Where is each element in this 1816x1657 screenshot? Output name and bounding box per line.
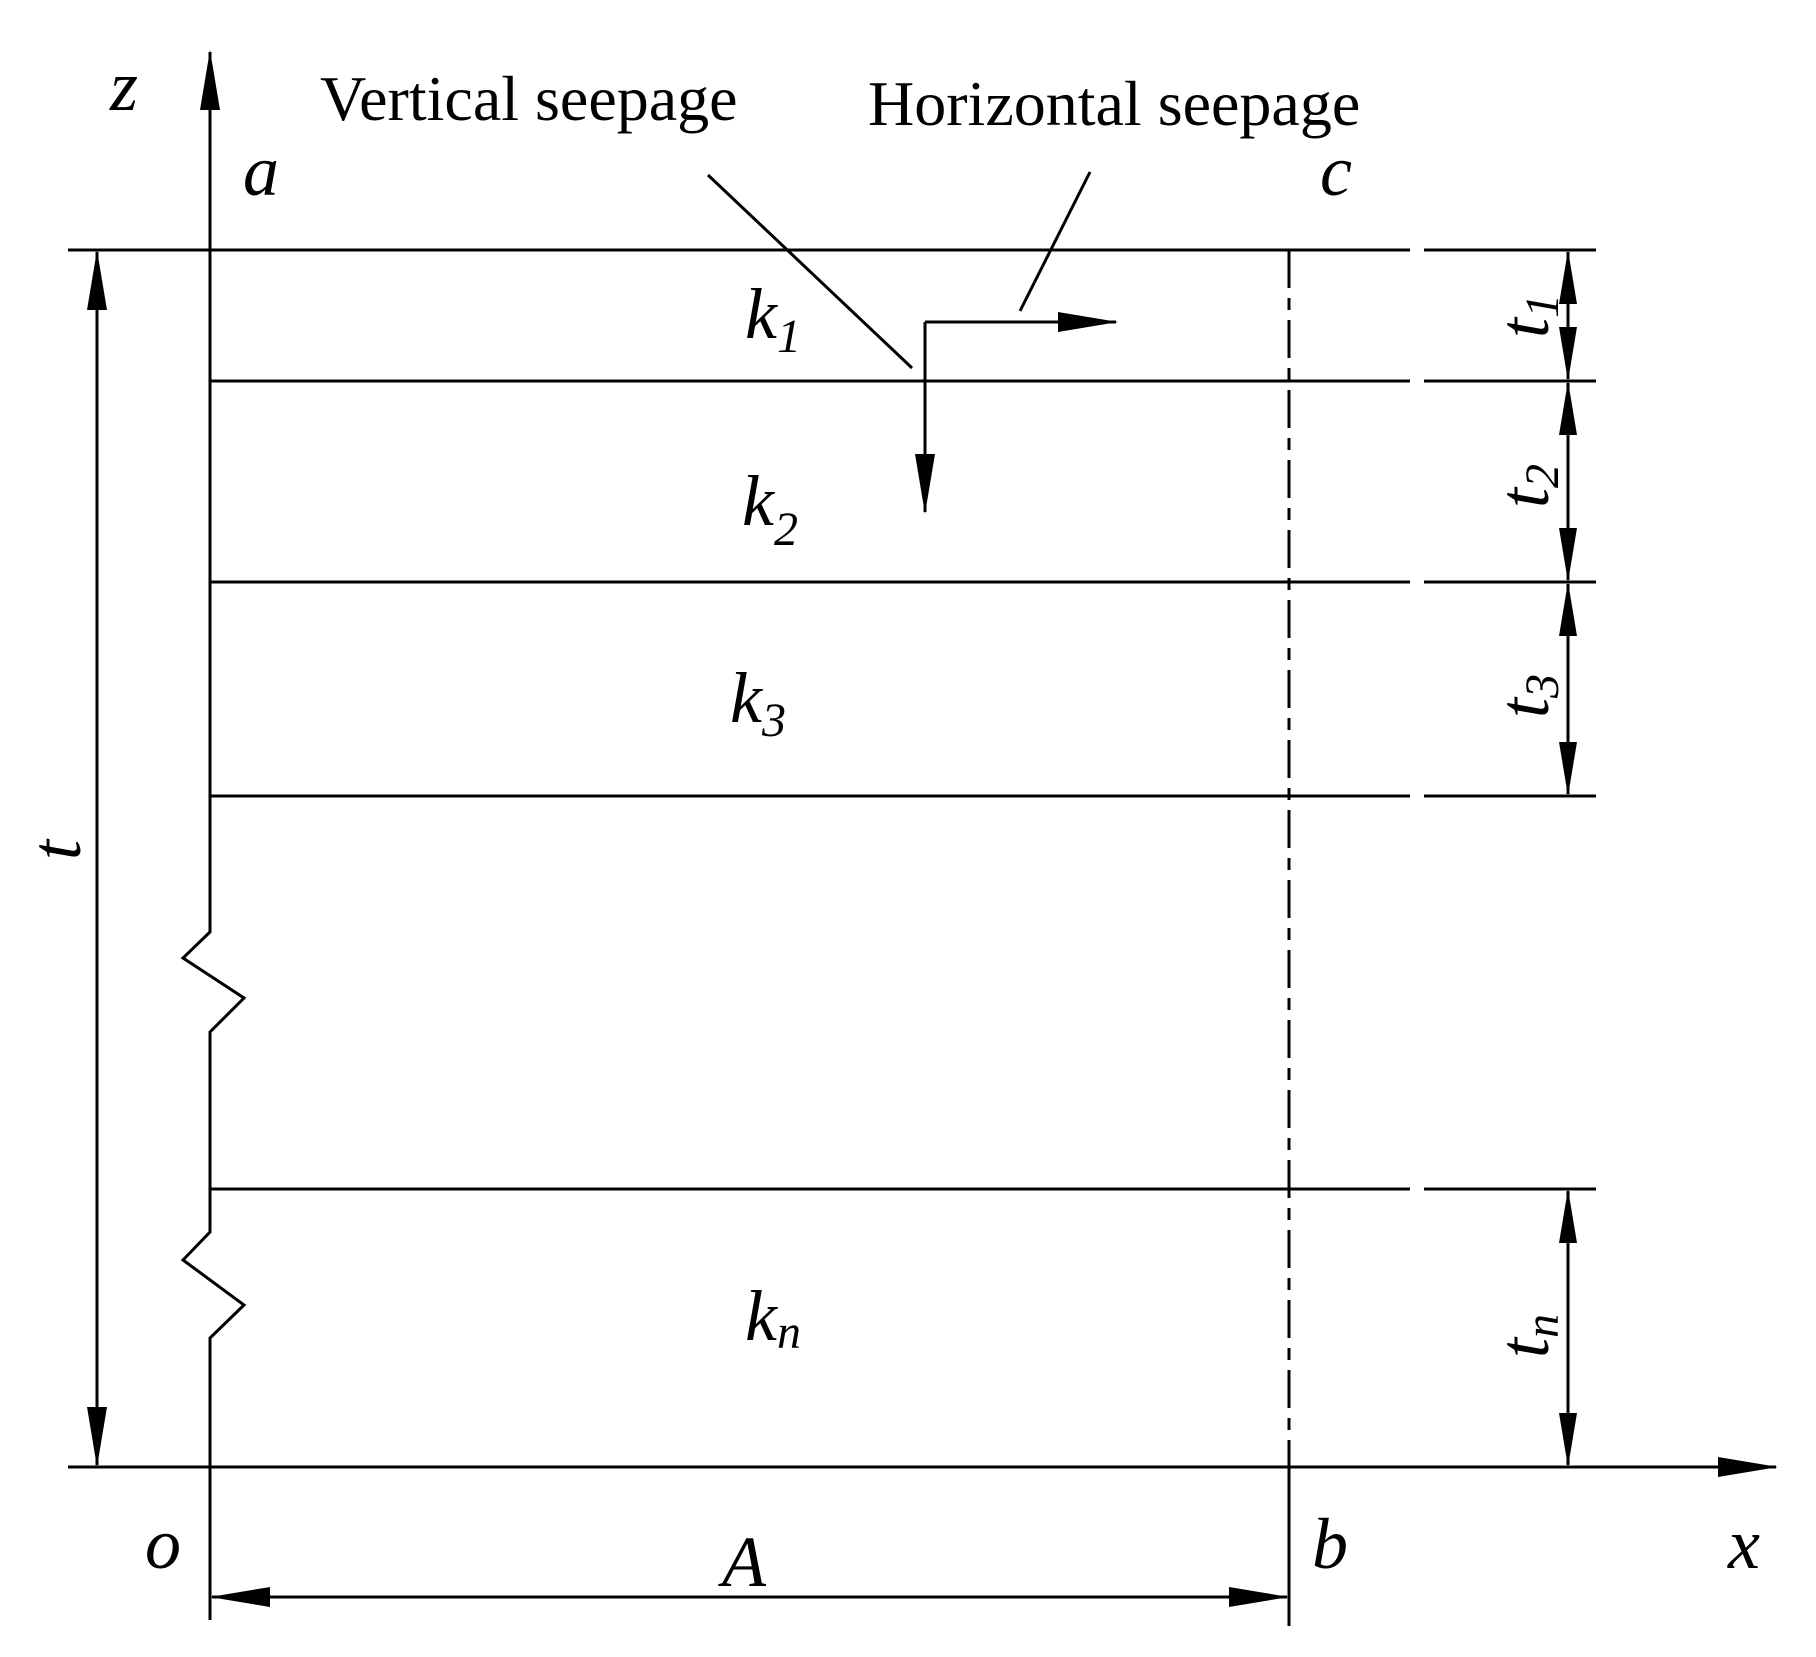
layer-1-permeability-label: k1 <box>745 274 801 363</box>
point-c-label: c <box>1320 131 1352 211</box>
horizontal-seepage-leader <box>1018 171 1092 312</box>
layer-n-thickness-label: tn <box>1484 1314 1569 1358</box>
layer-3-thickness-label: t3 <box>1484 674 1569 718</box>
point-b-label: b <box>1312 1504 1348 1584</box>
point-a-label: a <box>243 131 279 211</box>
layer-3-permeability-label: k3 <box>730 658 786 747</box>
layer-n-permeability-label: kn <box>745 1276 801 1359</box>
total-thickness-label: t <box>16 838 96 860</box>
origin-label: o <box>145 1504 181 1584</box>
vertical-seepage-label: Vertical seepage <box>320 63 738 134</box>
layer-2-permeability-label: k2 <box>742 461 798 556</box>
layer-boundaries <box>68 248 1596 1191</box>
width-label: A <box>718 1522 767 1602</box>
horizontal-seepage-label: Horizontal seepage <box>868 68 1360 139</box>
layer-2-thickness-label: t2 <box>1484 464 1569 508</box>
layer-1-thickness-label: t1 <box>1484 294 1569 338</box>
x-axis-label: x <box>1727 1504 1760 1584</box>
vertical-seepage-leader <box>706 173 914 370</box>
z-axis-label: z <box>109 46 138 126</box>
z-axis <box>180 50 247 1620</box>
